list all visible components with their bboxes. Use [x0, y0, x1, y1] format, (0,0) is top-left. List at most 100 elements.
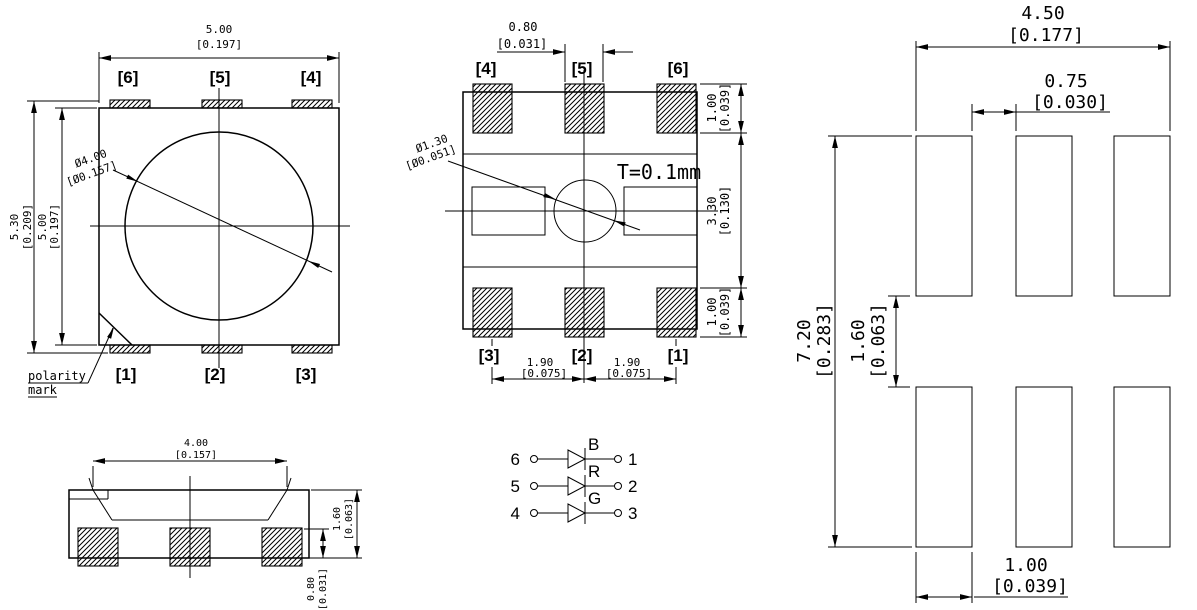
bottom-view: [4] [5] [6] [3] [2] [1] 0.80 [0.031] 1.0… [404, 20, 747, 384]
dim-pad-gap: 0.75 [0.030] [971, 71, 1110, 131]
dim-text: [0.157] [175, 450, 217, 461]
diode-row-red: 5 2 R [511, 462, 637, 497]
dim-pad-width: 0.80 [0.031] [497, 20, 633, 82]
led-color-label: R [588, 462, 600, 481]
cathode-pin-label: 1 [628, 450, 637, 469]
dim-text: 5.00 [206, 23, 233, 36]
dim-solder-pad-width: 1.00 [0.039] [915, 552, 1068, 603]
anode-pin-label: 4 [511, 504, 520, 523]
center-pad-right [623, 186, 698, 236]
dim-text: [0.177] [1008, 25, 1084, 46]
pin-label: [1] [116, 365, 137, 384]
dim-text: 1.00 [705, 298, 719, 327]
polarity-label: mark [28, 383, 58, 397]
pin-label: [6] [118, 68, 139, 87]
dim-text: 0.75 [1044, 71, 1087, 92]
pin-label: [3] [296, 365, 317, 384]
dim-text: 1.00 [1004, 555, 1047, 576]
polarity-chamfer [98, 312, 133, 346]
top-pads [109, 99, 333, 354]
side-view: 4.00 [0.157] 1.60 [0.063] 0.80 [0.031] [68, 438, 362, 610]
dim-text: [0.063] [868, 303, 889, 379]
dim-text: [0.283] [814, 303, 835, 379]
dim-text: 1.60 [332, 507, 343, 531]
dim-text: 5.30 [8, 214, 21, 241]
pin-label: [4] [301, 68, 322, 87]
solder-pads [915, 135, 1171, 548]
terminal [530, 509, 538, 517]
dim-text: [0.197] [196, 38, 242, 51]
dim-pad-pitch: 1.90 [0.075] 1.90 [0.075] [491, 339, 677, 384]
dim-text: [0.031] [497, 37, 548, 51]
dim-layout-width: 4.50 [0.177] [915, 3, 1171, 131]
pin-label: [3] [479, 346, 500, 365]
pin-label: [2] [572, 346, 593, 365]
diode-row-green: 4 3 G [511, 489, 637, 524]
dim-text: [0.031] [318, 568, 329, 610]
polarity-label: polarity [28, 369, 86, 383]
pin-label: [5] [210, 68, 231, 87]
dim-text: [0.030] [1032, 92, 1108, 113]
pin-labels: [6] [5] [4] [1] [2] [3] [116, 68, 322, 384]
anode-pin-label: 5 [511, 477, 520, 496]
dim-text: [0.039] [992, 576, 1068, 597]
cathode-pin-label: 3 [628, 504, 637, 523]
thickness-note: T=0.1mm [617, 160, 701, 184]
dim-body-height: 1.60 [0.063] [300, 489, 362, 559]
dim-pad-height-top: 1.00 [0.039] [700, 83, 747, 134]
terminal [614, 482, 622, 490]
dim-row-gap: 1.60 [0.063] [848, 295, 910, 388]
dim-package-body-height: 5.00 [0.197] [36, 107, 97, 346]
center-lines [90, 88, 350, 368]
solder-pad-layout: 4.50 [0.177] 0.75 [0.030] 7.20 [0.283] 1… [794, 3, 1171, 603]
dim-package-width: 5.00 [0.197] [98, 23, 340, 103]
pin-labels: [4] [5] [6] [3] [2] [1] [476, 59, 689, 365]
dim-text: 1.60 [848, 319, 869, 362]
dim-text: 1.00 [705, 94, 719, 123]
anode-pin-label: 6 [511, 450, 520, 469]
circuit-diagram: 6 1 B 5 2 R 4 [511, 435, 637, 524]
pin-label: [1] [668, 346, 689, 365]
center-pad-left [471, 186, 546, 236]
dim-package-overall-height: 5.30 [0.209] [8, 100, 108, 354]
dim-pad-height: 0.80 [0.031] [304, 528, 329, 610]
side-pads [77, 527, 303, 567]
pin-label: [4] [476, 59, 497, 78]
dim-mid-section: 3.30 [0.130] [705, 133, 744, 288]
dim-text: 1.90 [614, 356, 641, 369]
terminal [614, 455, 622, 463]
pin-label: [5] [572, 59, 593, 78]
dim-text: 4.00 [184, 438, 208, 449]
dim-text: 0.80 [509, 20, 538, 34]
dim-text: [0.063] [344, 498, 355, 540]
dim-pad-height-bottom: 1.00 [0.039] [700, 287, 747, 338]
terminal [530, 482, 538, 490]
dim-text: [0.039] [718, 83, 732, 134]
dim-text: 7.20 [794, 319, 815, 362]
dim-slug-diameter: Ø1.30 [Ø0.051] [404, 132, 641, 231]
terminal [614, 509, 622, 517]
dim-text: 0.80 [306, 577, 317, 601]
dim-text: [0.075] [521, 367, 567, 380]
cathode-pin-label: 2 [628, 477, 637, 496]
dim-text: [0.039] [718, 287, 732, 338]
dim-cup-opening: 4.00 [0.157] [92, 438, 288, 487]
diode-symbol [567, 449, 587, 469]
dim-text: [0.197] [48, 204, 61, 250]
top-view: [6] [5] [4] [1] [2] [3] 5.00 [0.197] 5.3… [8, 23, 350, 398]
diode-symbol [567, 476, 587, 496]
pin-label: [6] [668, 59, 689, 78]
dim-text: [0.209] [21, 204, 34, 250]
terminal [530, 455, 538, 463]
dim-text: 1.90 [527, 356, 554, 369]
dim-text: 5.00 [36, 214, 49, 241]
dim-text: [0.130] [718, 186, 732, 237]
dim-text: 3.30 [705, 197, 719, 226]
thermal-slug-circle [553, 179, 617, 243]
polarity-mark-callout: polarity mark [28, 327, 114, 398]
bottom-pads [472, 83, 697, 338]
dim-layout-height: 7.20 [0.283] [794, 135, 912, 548]
pin-label: [2] [205, 365, 226, 384]
dim-text: [0.075] [606, 367, 652, 380]
led-color-label: G [588, 489, 601, 508]
